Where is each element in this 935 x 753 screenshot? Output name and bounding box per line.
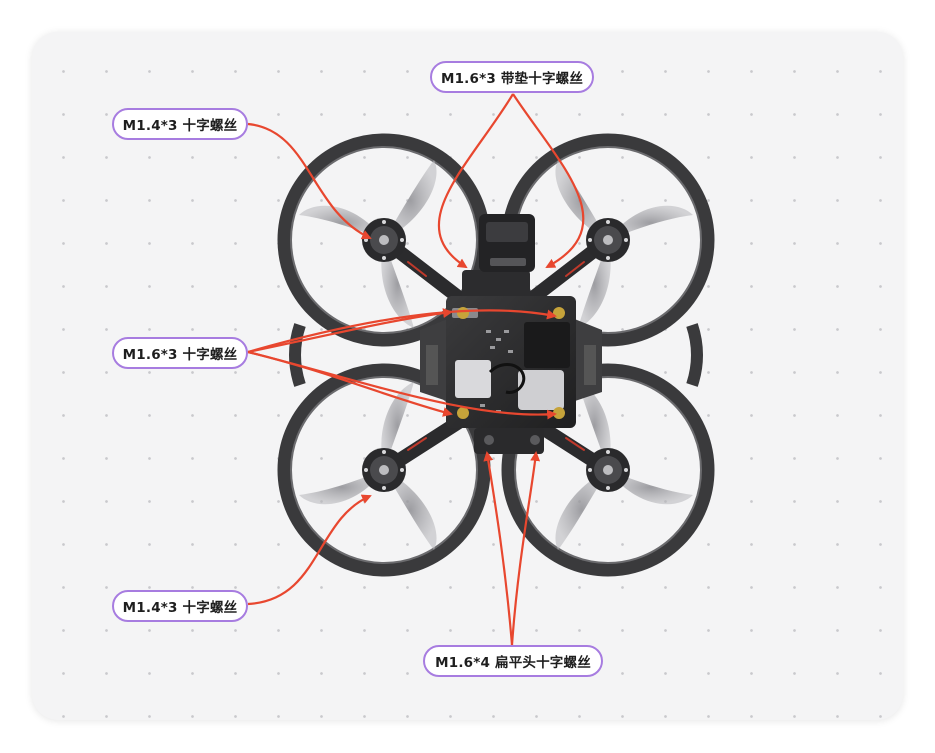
leader-bottom-center-right xyxy=(510,451,541,646)
leader-middle-left-2 xyxy=(247,309,557,354)
propeller-guard xyxy=(277,133,715,577)
leader-top-left xyxy=(247,122,372,240)
leader-top-center-left xyxy=(437,93,514,269)
leader-middle-left-1 xyxy=(247,308,453,354)
label-middle-left: M1.6*3 十字螺丝 xyxy=(112,337,248,369)
motors xyxy=(362,218,630,492)
camera-module xyxy=(462,214,535,308)
label-bottom-center: M1.6*4 扁平头十字螺丝 xyxy=(423,645,603,677)
leader-bottom-left xyxy=(247,494,372,606)
leader-bottom-center-left xyxy=(483,451,514,646)
label-bottom-left: M1.4*3 十字螺丝 xyxy=(112,590,248,622)
label-top-center: M1.6*3 带垫十字螺丝 xyxy=(430,61,594,93)
leader-lines xyxy=(247,93,585,646)
side-wings xyxy=(420,318,602,402)
flight-controller xyxy=(446,296,576,454)
arm-accents xyxy=(407,261,585,451)
leader-top-center-right xyxy=(512,93,585,268)
label-top-left: M1.4*3 十字螺丝 xyxy=(112,108,248,140)
propellers xyxy=(299,160,693,550)
leader-middle-left-4 xyxy=(247,350,557,420)
